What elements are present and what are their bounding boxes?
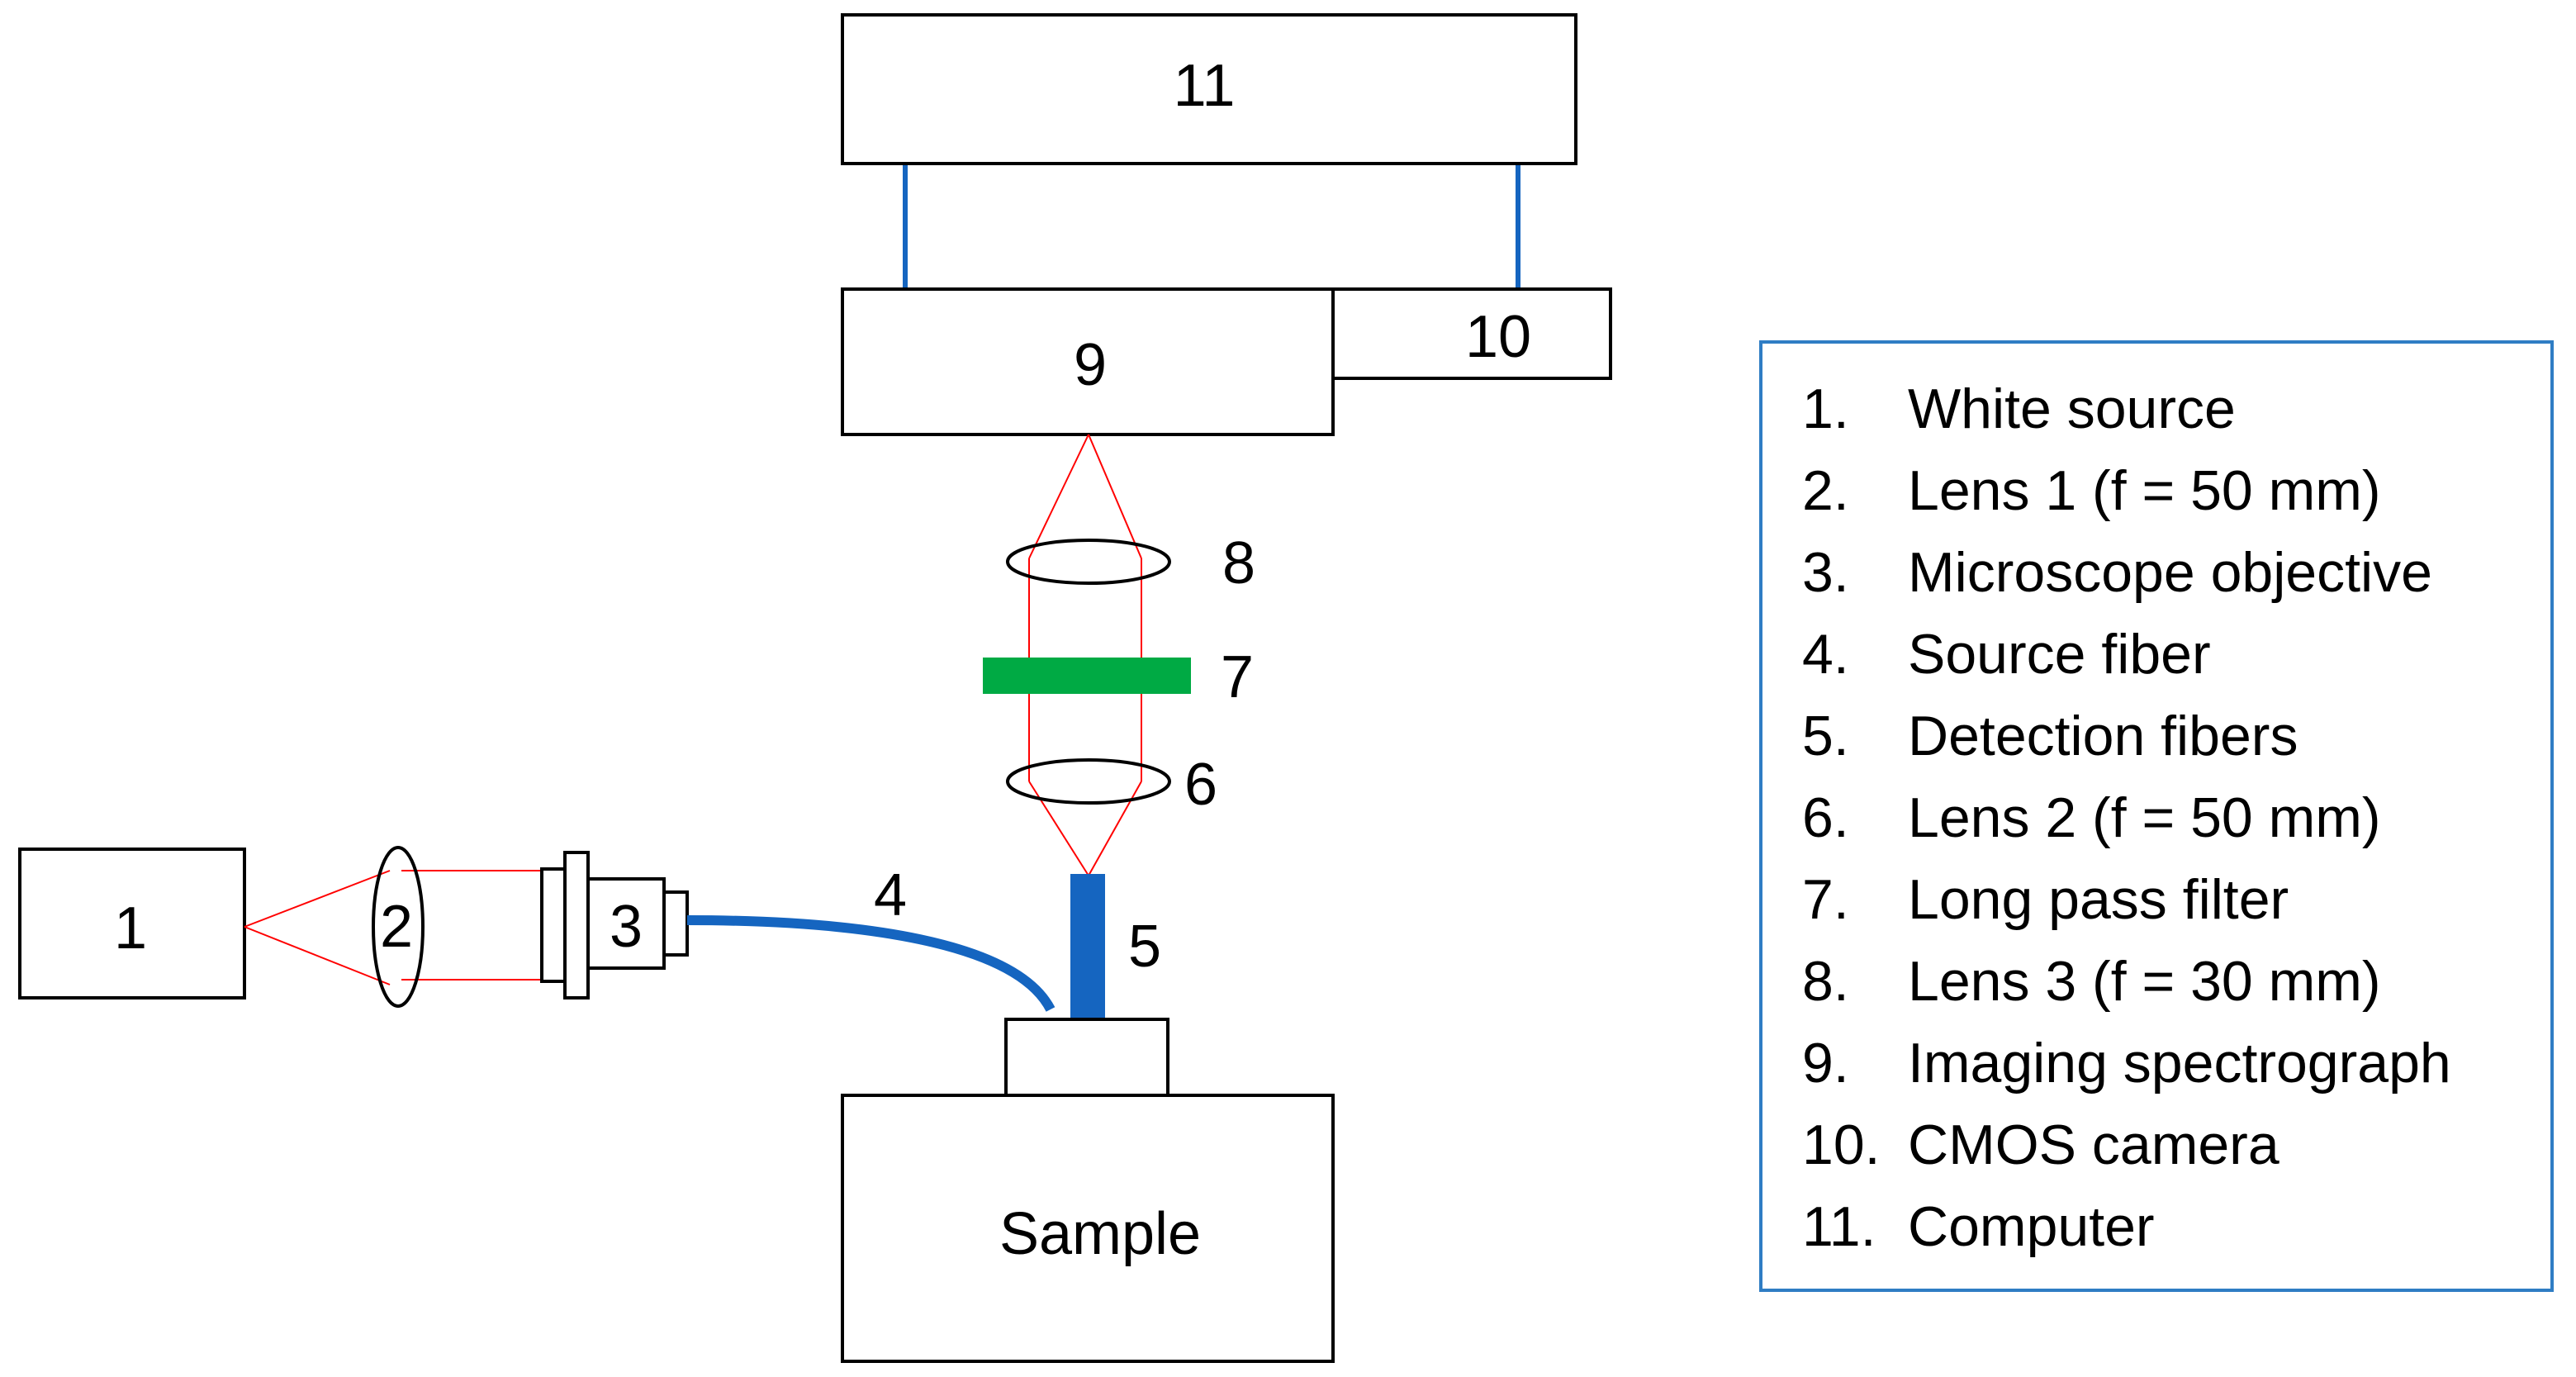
legend-item-number: 2.	[1802, 459, 1849, 522]
legend-item-number: 9.	[1802, 1032, 1849, 1094]
legend-item-number: 8.	[1802, 950, 1849, 1013]
lens1-label: 2	[380, 894, 413, 960]
legend-item-text: Computer	[1908, 1195, 2155, 1258]
microscope-objective: 3	[540, 851, 689, 1000]
legend-item-number: 4.	[1802, 623, 1849, 686]
lens2-label: 6	[1184, 752, 1217, 818]
legend-item-number: 11.	[1802, 1195, 1876, 1258]
camera-label: 10	[1465, 304, 1531, 370]
sample-label: Sample	[999, 1201, 1201, 1267]
source-fiber-line	[686, 915, 1056, 1012]
filter-shape	[983, 658, 1191, 694]
long-pass-filter: 7	[983, 644, 1254, 710]
spectrograph-label: 9	[1074, 332, 1107, 398]
legend-item-text: Source fiber	[1908, 623, 2211, 686]
source-fiber-label: 4	[874, 862, 907, 928]
detection-light-path	[1028, 434, 1142, 876]
legend-item-text: White source	[1908, 377, 2236, 440]
detection-fibers: 5	[1070, 874, 1161, 1019]
lens1-shape	[372, 846, 425, 1008]
camera-box: 10	[1331, 287, 1612, 380]
legend-item-text: Lens 3 (f = 30 mm)	[1908, 950, 2381, 1013]
legend-frame	[1759, 340, 2554, 1292]
legend-item-text: Lens 2 (f = 50 mm)	[1908, 786, 2381, 849]
lens2-shape	[1006, 758, 1171, 805]
legend-item-text: Lens 1 (f = 50 mm)	[1908, 459, 2381, 522]
source-fiber: 4	[686, 862, 1056, 1012]
legend-item-number: 3.	[1802, 541, 1849, 604]
legend: 1. White source 2. Lens 1 (f = 50 mm) 3. Micr…	[1759, 340, 2554, 1292]
legend-item-text: Microscope objective	[1908, 541, 2432, 604]
legend-item-text: Imaging spectrograph	[1908, 1032, 2451, 1094]
legend-item-number: 5.	[1802, 705, 1849, 767]
lens1: 2	[372, 846, 425, 1008]
lens3-shape	[1006, 539, 1171, 585]
detection-fibers-bundle	[1070, 874, 1105, 1019]
lens3-label: 8	[1222, 530, 1255, 596]
legend-item-text: CMOS camera	[1908, 1113, 2279, 1176]
legend-item-number: 6.	[1802, 786, 1849, 849]
legend-item-number: 1.	[1802, 377, 1849, 440]
objective-label: 3	[610, 894, 643, 960]
source-light-path	[244, 870, 547, 985]
computer-label: 11	[1174, 53, 1236, 119]
lens3: 8	[1006, 530, 1255, 596]
legend-item-text: Detection fibers	[1908, 705, 2298, 767]
legend-item-number: 10.	[1802, 1113, 1881, 1176]
sample-box: Sample	[841, 1094, 1335, 1363]
computer-box: 11	[841, 13, 1577, 165]
legend-item-text: Long pass filter	[1908, 868, 2289, 931]
white-source-box: 1	[18, 848, 246, 1000]
filter-label: 7	[1221, 644, 1254, 710]
legend-item-number: 7.	[1802, 868, 1849, 931]
fiber-probe-holder	[1004, 1018, 1169, 1097]
lens2: 6	[1006, 752, 1217, 818]
detection-fibers-label: 5	[1128, 914, 1161, 980]
white-source-label: 1	[114, 895, 147, 962]
spectrograph-box: 9	[841, 287, 1335, 436]
